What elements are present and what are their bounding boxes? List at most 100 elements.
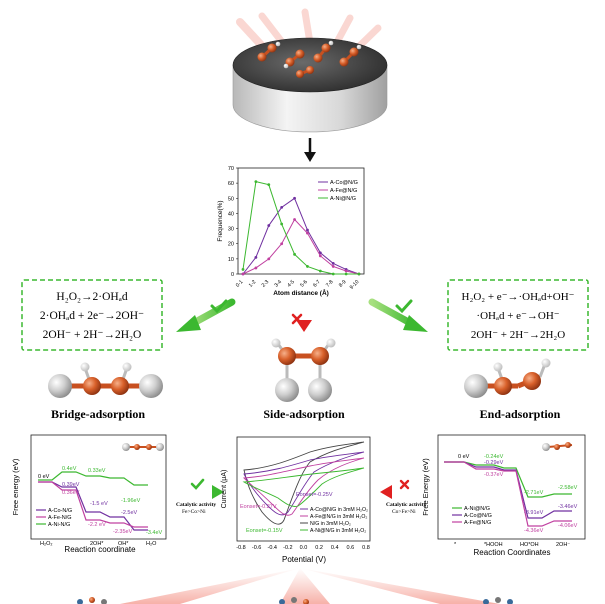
y-tick-label: 60 xyxy=(228,181,234,187)
x-tick: HO*OH xyxy=(520,542,539,548)
data-point xyxy=(293,218,296,221)
x-tick-label: 2-3 xyxy=(261,279,271,289)
arrow-to-end xyxy=(368,298,428,332)
data-point xyxy=(293,252,296,256)
energy-value: 0.33eV xyxy=(88,468,106,474)
data-point xyxy=(254,255,258,259)
legend-entry: A-Ni@N/G xyxy=(464,506,490,512)
data-point xyxy=(280,242,284,246)
data-point xyxy=(318,251,322,255)
data-point xyxy=(267,257,271,261)
legend-entry: A-Fe@N/G xyxy=(330,188,357,194)
data-point xyxy=(357,272,361,276)
data-point xyxy=(331,265,335,268)
series-line-0 xyxy=(242,197,360,275)
right-activity-arrow: Catalytic activity Co>Fe>Ni xyxy=(380,479,432,515)
bridge-reaction-box: H₂O₂→2·OHₐd 2·OHₐd + 2e⁻→2OH⁻ 2OH⁻ + 2H⁻… xyxy=(21,279,163,351)
reaction-line-1: H₂O₂ + e⁻→·OHₐd+OH⁻ xyxy=(462,291,575,303)
data-point xyxy=(254,266,258,270)
legend-entry: N/G in 3mM H₂O₂ xyxy=(310,521,351,527)
x-tick: * xyxy=(454,542,457,548)
check-icon xyxy=(190,478,205,490)
energy-path-ni xyxy=(38,471,148,486)
data-point xyxy=(280,222,284,226)
y-tick-label: 0 xyxy=(231,272,234,278)
legend-entry: A-Fe-N/G xyxy=(48,515,72,521)
x-tick-label: 0.2 xyxy=(315,545,323,551)
plot-legend: A-Ni@N/G A-Co@N/G A-Fe@N/G xyxy=(452,506,492,526)
cv-curve-fe xyxy=(242,457,365,516)
cross-icon xyxy=(291,313,303,325)
energy-value: -3.4eV xyxy=(146,530,163,536)
x-tick: H₂O xyxy=(146,541,157,547)
energy-value: -2.58eV xyxy=(558,485,578,491)
x-axis-label: Potential (V) xyxy=(282,555,326,564)
energy-path-co xyxy=(444,461,572,519)
data-point xyxy=(306,231,309,235)
data-point xyxy=(318,254,322,258)
catalyst-cylinder-illustration xyxy=(232,8,388,133)
data-point xyxy=(331,272,335,276)
y-axis-label: Frequence(%) xyxy=(217,200,224,241)
energy-value: -0.37eV xyxy=(484,472,504,478)
side-adsorption-model xyxy=(271,338,336,402)
end-reaction-box: H₂O₂ + e⁻→·OHₐd+OH⁻ ·OHₐd + e⁻→OH⁻ 2OH⁻ … xyxy=(447,279,589,351)
x-tick-label: -0.2 xyxy=(283,545,292,551)
x-tick-label: 1-2 xyxy=(248,279,258,289)
legend-entry: A-Co-N/G xyxy=(48,508,72,514)
x-axis-label: Atom distance (Å) xyxy=(273,288,329,297)
legend-entry: A-Co@N/G in 3mM H₂O₂ xyxy=(310,507,368,513)
data-point xyxy=(254,180,258,184)
energy-value: 0 eV xyxy=(458,454,470,460)
data-point xyxy=(306,228,309,232)
energy-value: 0.39eV xyxy=(62,482,80,488)
molecule-thumbnail-icon xyxy=(122,443,164,451)
plot-legend: A-Co-N/G A-Fe-N/G A-Ni-N/G xyxy=(36,508,72,528)
plot-frame xyxy=(237,167,365,275)
legend-entry: A-Ni@N/G xyxy=(330,196,356,202)
activity-order: Fe>Co>Ni xyxy=(182,509,206,515)
x-tick-label: 6-7 xyxy=(312,279,322,289)
y-tick-label: 20 xyxy=(228,242,234,248)
x-tick-label: 0.0 xyxy=(300,545,308,551)
y-axis-label: Free Energy (eV) xyxy=(421,458,430,516)
y-axis-label: Current (μA) xyxy=(221,470,228,509)
x-tick-label: 4-5 xyxy=(286,279,296,289)
cyclic-voltammetry-plot: Current (μA) Potential (V) -0.8-0.6-0.4-… xyxy=(221,436,371,564)
x-axis-label: Reaction Coordinates xyxy=(474,548,551,557)
x-tick-label: 0.8 xyxy=(362,545,370,551)
cv-curve-ng xyxy=(243,441,365,525)
legend-entry: A-Fe@N/G in 3mM H₂O₂ xyxy=(310,514,367,520)
end-adsorption-label: End-adsorption xyxy=(480,407,561,421)
bridge-adsorption-model xyxy=(48,362,163,398)
energy-value: -4.36eV xyxy=(524,528,544,534)
left-activity-arrow: Catalytic activity Fe>Co>Ni xyxy=(172,478,224,515)
energy-value: -1.96eV xyxy=(121,498,141,504)
onset-annotation: Eonset=-0.27V xyxy=(240,504,277,510)
y-axis-label: Free energy (eV) xyxy=(11,458,20,515)
x-tick-label: 9-10 xyxy=(349,279,361,291)
energy-value: -2.35eV xyxy=(113,529,133,535)
energy-value: -2.5eV xyxy=(121,510,138,516)
legend-entry: A-Ni@N/G in 3mM H₂O₂ xyxy=(310,528,366,534)
x-tick-label: 5-6 xyxy=(299,279,309,289)
cross-icon xyxy=(399,479,410,490)
reaction-line-3: 2OH⁻ + 2H⁻→2H₂O xyxy=(471,329,565,341)
data-point xyxy=(280,205,284,209)
side-adsorption-label: Side-adsorption xyxy=(263,407,345,421)
activity-order: Co>Fe>Ni xyxy=(392,509,416,515)
bridge-adsorption-label: Bridge-adsorption xyxy=(51,407,145,421)
check-icon xyxy=(210,299,228,314)
data-point xyxy=(267,224,271,227)
end-free-energy-plot: Free Energy (eV) Reaction Coordinates 0 … xyxy=(421,434,586,557)
bridge-free-energy-plot: Free energy (eV) Reaction coordinate 0 e… xyxy=(11,434,167,554)
energy-value: -2.2 eV xyxy=(88,522,106,528)
legend-entry: A-Ni-N/G xyxy=(48,522,70,528)
plot-frame xyxy=(30,434,167,540)
legend-entry: A-Co@N/G xyxy=(330,180,358,186)
reaction-line-2: 2·OHₐd + 2e⁻→2OH⁻ xyxy=(40,310,144,322)
check-icon xyxy=(395,299,413,314)
plot-frame xyxy=(437,434,586,540)
data-point xyxy=(344,269,348,273)
